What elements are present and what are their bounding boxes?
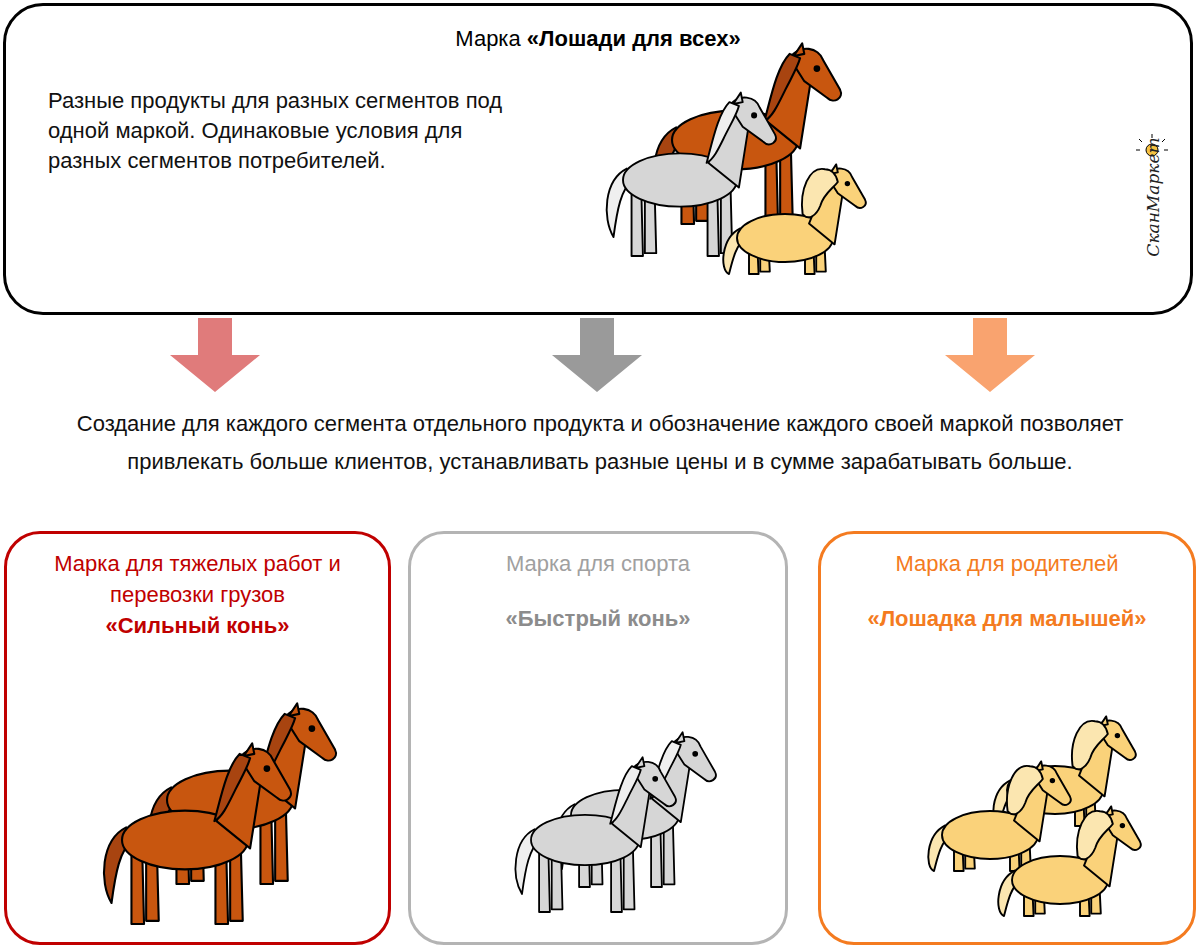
eye: [693, 752, 697, 756]
pony-figure: [998, 806, 1140, 916]
ear: [733, 93, 743, 104]
brand-box: Марка «Лошади для всех» Разные продукты д…: [3, 3, 1193, 315]
eye: [1116, 734, 1120, 738]
down-arrow: [170, 318, 260, 392]
down-arrow: [552, 318, 642, 392]
eye: [846, 182, 850, 186]
segment-heading: Марка для тяжелых работ и перевозки груз…: [19, 548, 376, 610]
ear: [244, 743, 255, 756]
brand-name: «Лошадка для малышей»: [833, 603, 1181, 634]
mane: [764, 54, 800, 121]
watermark: СканМаркет: [1143, 132, 1167, 262]
mane: [707, 102, 739, 163]
segment-heading: Марка для спорта: [423, 548, 773, 579]
down-arrow: [945, 318, 1035, 392]
mane: [1072, 721, 1108, 769]
segment-brand-box: Марка для тяжелых работ и перевозки груз…: [4, 531, 391, 945]
eye: [310, 726, 315, 731]
title-line: Марка «Лошади для всех»: [6, 26, 1190, 52]
ear: [635, 757, 644, 768]
brand-description: Разные продукты для разных сегментов под…: [48, 86, 528, 176]
mane: [610, 766, 641, 824]
ear: [794, 43, 805, 56]
horse-figure: [516, 757, 676, 912]
segment-heading: Марка для родителей: [833, 548, 1181, 579]
eye: [1051, 779, 1055, 783]
horse-figures: [104, 43, 1141, 924]
pony-figure: [928, 761, 1070, 871]
brand-name: «Сильный конь»: [19, 610, 376, 641]
summary-note: Создание для каждого сегмента отдельного…: [30, 405, 1170, 481]
ear: [675, 732, 684, 743]
eye: [752, 113, 756, 117]
brand-name: «Лошади для всех»: [527, 26, 741, 51]
brand-name: «Быстрый конь»: [423, 603, 773, 634]
eye: [815, 66, 820, 71]
eye: [265, 766, 270, 771]
eye: [1121, 824, 1125, 828]
eye: [653, 777, 657, 781]
mane: [1077, 811, 1113, 859]
mane: [214, 754, 250, 821]
mane: [1007, 766, 1043, 814]
pony-figure: [723, 164, 865, 274]
segment-brand-box: Марка для родителей «Лошадка для малышей»: [818, 531, 1196, 945]
horse-figure: [104, 743, 291, 924]
segment-brand-box: Марка для спорта «Быстрый конь»: [408, 531, 788, 945]
brand-word: Марка: [455, 26, 520, 51]
mane: [802, 169, 838, 217]
ear: [289, 703, 300, 716]
